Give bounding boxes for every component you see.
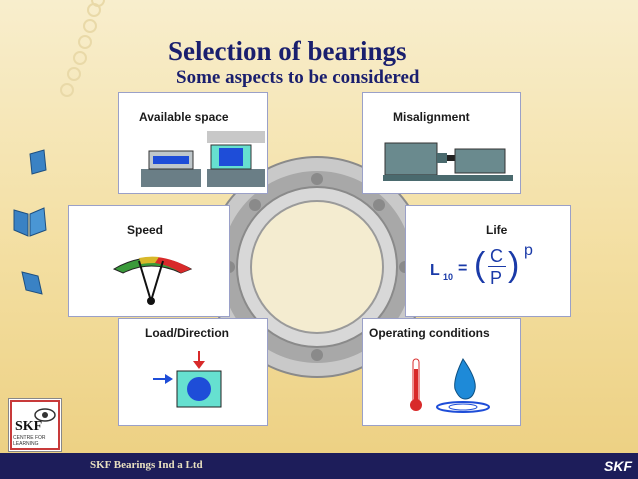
footer-company: SKF Bearings Ind a Ltd — [90, 459, 203, 471]
panel-life: Life L 10 = ( C P ) p — [405, 205, 571, 317]
skf-logo: SKF CENTRE FOR LEARNING — [8, 398, 62, 452]
operating-conditions-icon — [410, 358, 490, 413]
panel-label: Available space — [139, 110, 229, 124]
open-book-icon — [13, 207, 47, 237]
panel-label: Load/Direction — [145, 326, 230, 340]
footer-brand-logo: SKF — [604, 458, 632, 474]
load-direction-icon — [153, 351, 222, 408]
formula-left-paren: ( — [474, 246, 486, 284]
life-formula: L 10 = ( C P ) p — [428, 242, 558, 302]
footer-bar: SKF Bearings Ind a Ltd SKF — [0, 453, 638, 479]
slide-title: Selection of bearings — [168, 36, 407, 66]
formula-subscript: 10 — [443, 272, 454, 282]
formula-lhs: L — [430, 262, 440, 279]
panel-misalignment: Misalignment — [362, 92, 521, 194]
decorative-dots — [60, 0, 105, 97]
shaft-motor-icon — [383, 142, 513, 181]
formula-exponent: p — [524, 242, 533, 259]
panel-speed: Speed — [68, 205, 230, 317]
speedometer-icon — [112, 256, 193, 305]
logo-text: SKF — [15, 419, 43, 434]
panel-label: Life — [486, 223, 508, 237]
logo-graphic — [10, 400, 60, 450]
housing-space-icon — [141, 131, 265, 187]
formula-denominator: P — [490, 268, 503, 288]
formula-numerator: C — [490, 246, 503, 266]
book-icon — [21, 271, 43, 295]
formula-right-paren: ) — [508, 246, 520, 284]
book-icon — [29, 149, 47, 175]
panel-label: Operating conditions — [369, 326, 490, 340]
formula-equals: = — [458, 260, 468, 277]
slide-subtitle: Some aspects to be considered — [176, 67, 420, 88]
panel-available-space: Available space — [118, 92, 268, 194]
formula-fraction-bar — [488, 266, 506, 267]
panel-operating-conditions: Operating conditions — [362, 318, 521, 426]
panel-load-direction: Load/Direction — [118, 318, 268, 426]
panel-label: Misalignment — [393, 110, 470, 124]
panel-label: Speed — [127, 223, 164, 237]
logo-subtext: CENTRE FOR LEARNING — [13, 435, 46, 447]
